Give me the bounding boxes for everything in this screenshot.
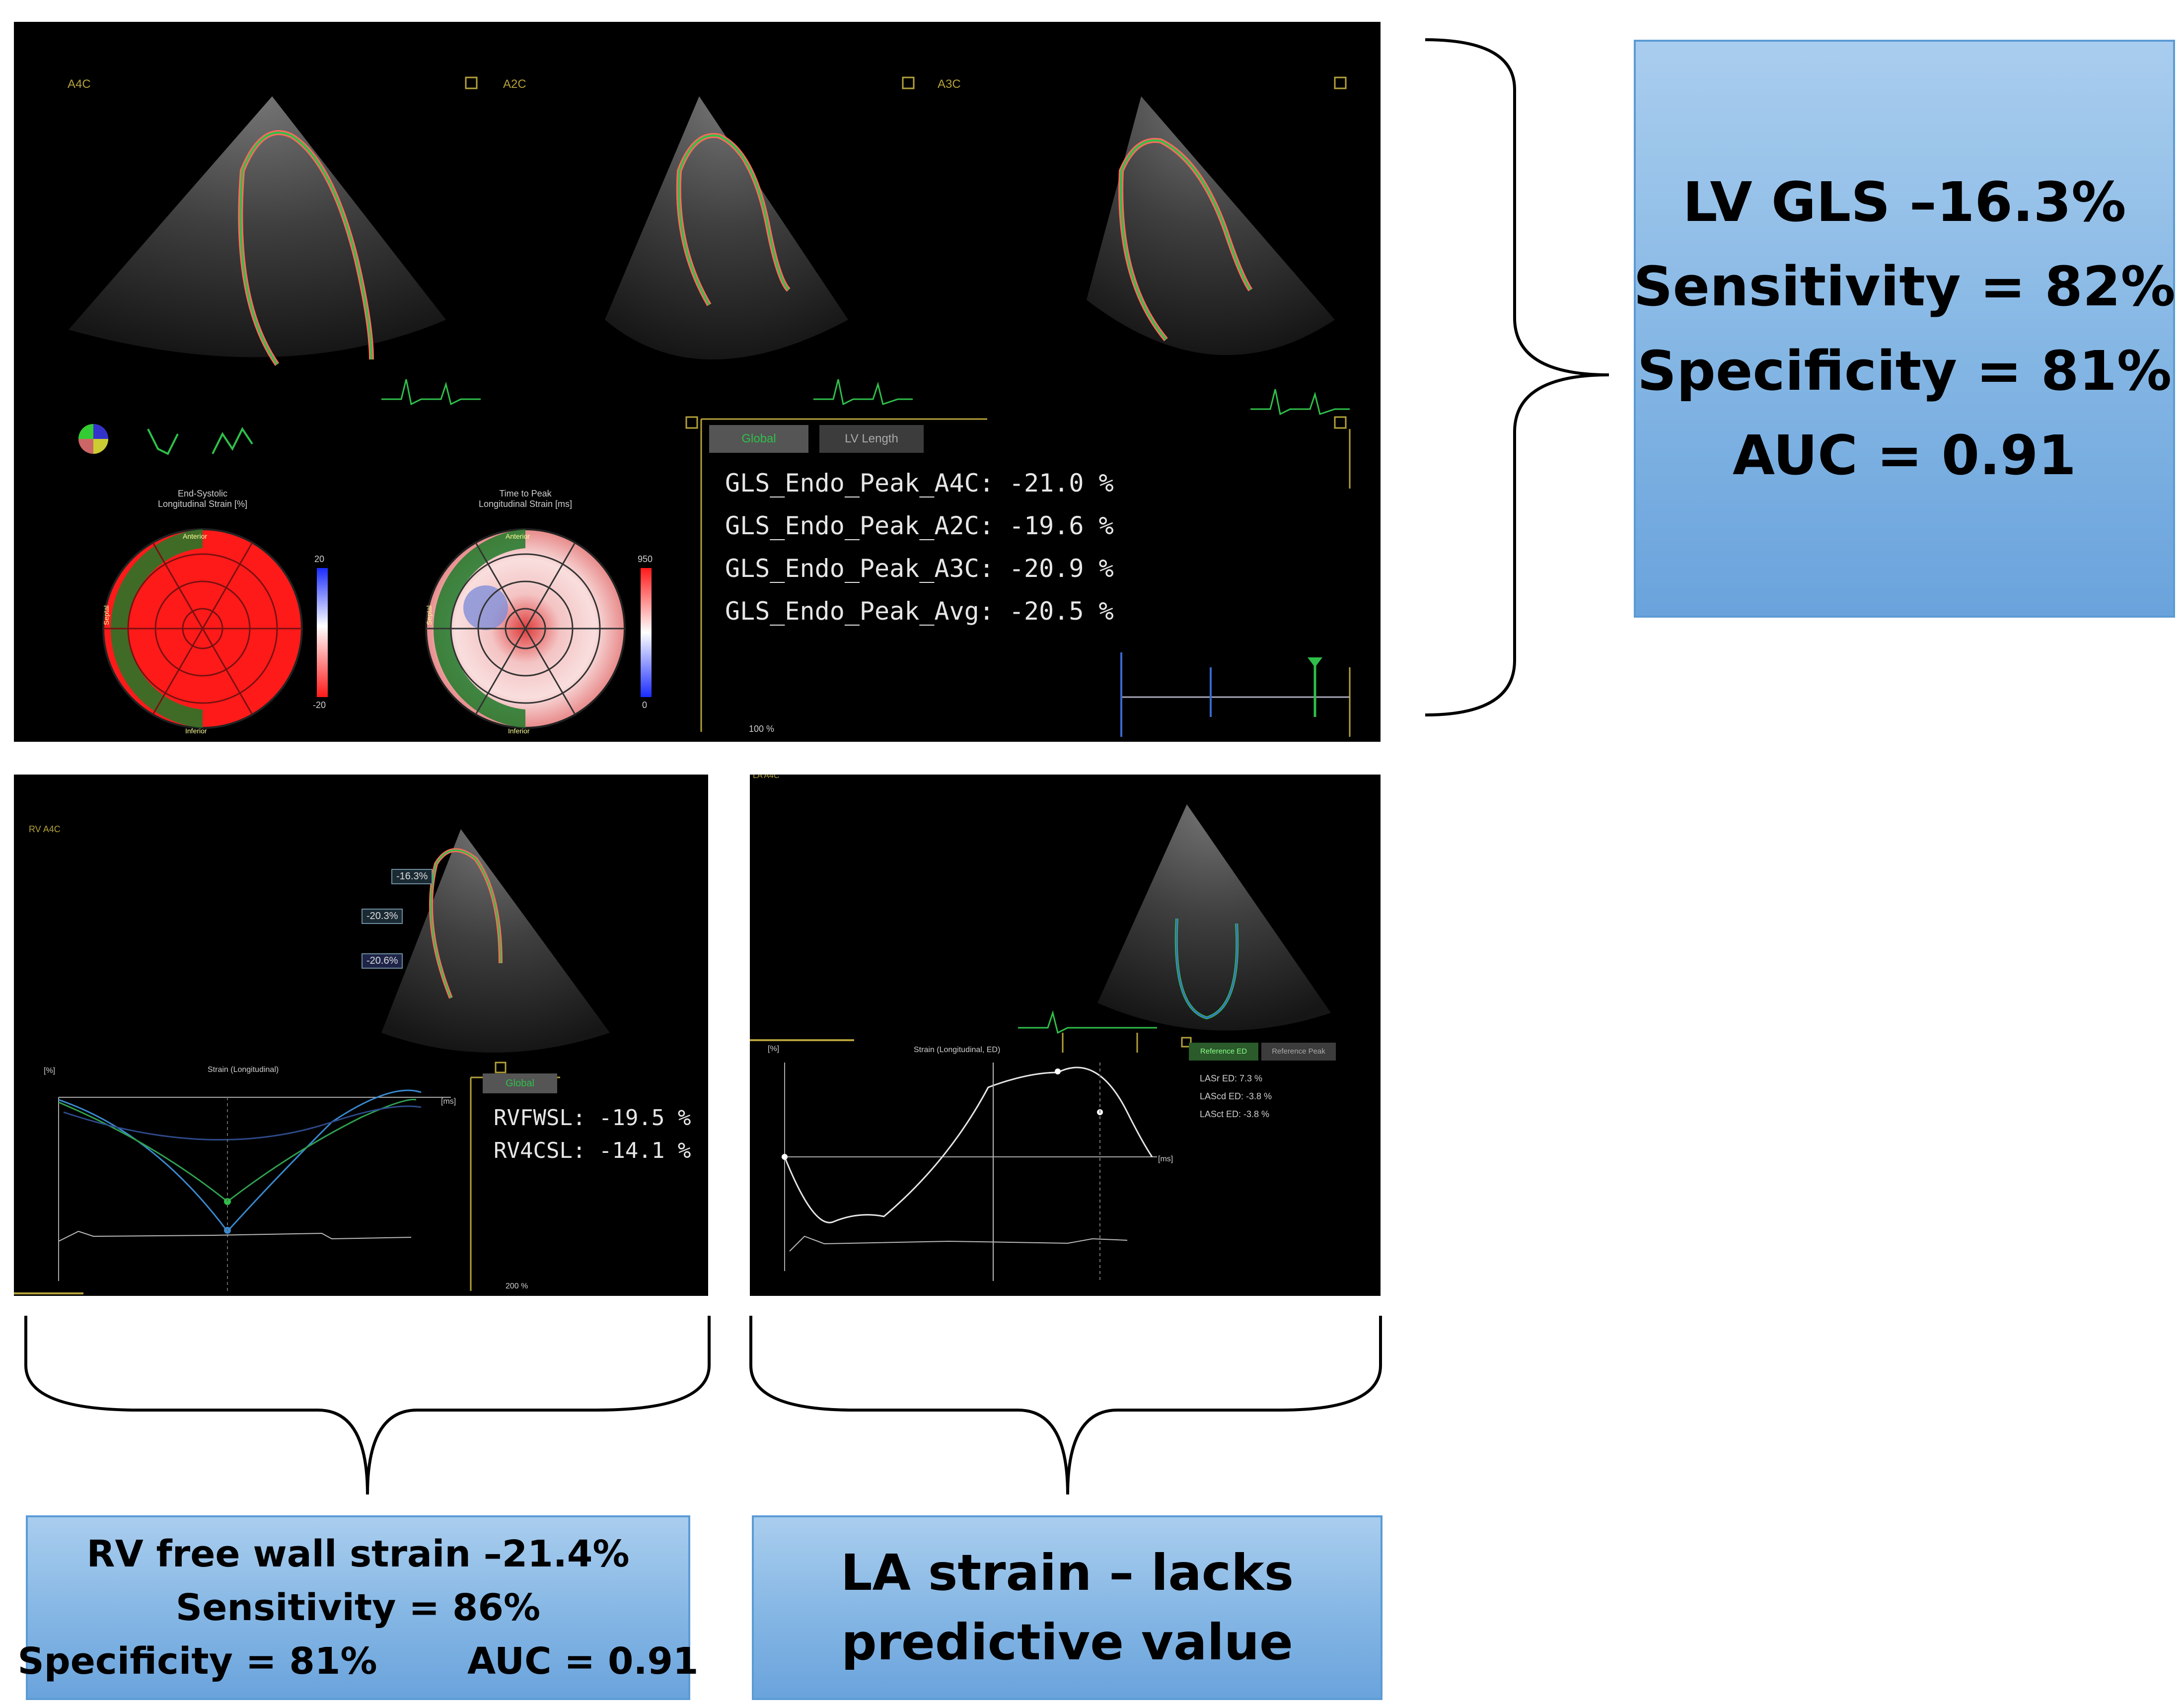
rv-echo-graphics	[14, 829, 610, 1294]
a2c-echo-sector	[605, 96, 848, 359]
bullseye1-side-label: Septal	[102, 605, 110, 625]
lv-brace	[1425, 38, 1609, 716]
scale2-min: 0	[642, 700, 648, 710]
rv-unit-y: [%]	[44, 1066, 56, 1075]
bullseye1-bottom-label: Inferior	[185, 727, 207, 735]
la-lasct: LASct ED: -3.8 %	[1200, 1109, 1270, 1119]
a4c-contour-green	[239, 132, 372, 365]
la-line2-text: predictive value	[841, 1613, 1293, 1671]
rv-segment-label-1: -16.3%	[391, 869, 433, 884]
la-tab-reference-ed[interactable]: Reference ED	[1189, 1043, 1258, 1061]
lv-specificity-text: Specificity = 81%	[1637, 339, 2172, 403]
la-echo-panel: LA A4C Strain (Longitudinal, ED) [%] [ms…	[750, 775, 1381, 1296]
la-lasr: LASr ED: 7.3 %	[1200, 1073, 1263, 1083]
bullseye1-top-label: Anterior	[183, 532, 208, 540]
a3c-contour-green	[1120, 139, 1251, 341]
rv-segment-label-3: -20.6%	[362, 953, 403, 969]
la-unit-x: [ms]	[1158, 1155, 1173, 1163]
la-unit-y: [%]	[768, 1045, 780, 1053]
view-label-rv: RV A4C	[29, 824, 61, 834]
rv-unit-x: [ms]	[441, 1097, 456, 1106]
la-echo-graphics	[750, 804, 1331, 1281]
gls-a2c: GLS_Endo_Peak_A2C: -19.6 %	[725, 511, 1114, 540]
rv-echo-panel: RV A4C -16.3% -20.3% -20.6% Strain (Long…	[14, 775, 708, 1296]
bullseye2-side-label: Septal	[425, 605, 433, 625]
gls-a4c: GLS_Endo_Peak_A4C: -21.0 %	[725, 469, 1114, 497]
tab-global[interactable]: Global	[709, 425, 808, 453]
rv-fwsl: RVFWSL: -19.5 %	[494, 1105, 691, 1131]
rv-fws-text: RV free wall strain –21.4%	[86, 1533, 630, 1575]
rv-spec-auc-row: Specificity = 81% AUC = 0.91	[17, 1634, 698, 1688]
view-label-a4c: A4C	[68, 77, 91, 91]
bullseye2-bottom-label: Inferior	[508, 727, 530, 735]
rv-tab-global[interactable]: Global	[483, 1073, 557, 1093]
rv-auc-text: AUC = 0.91	[467, 1640, 699, 1683]
la-lascd: LAScd ED: -3.8 %	[1200, 1091, 1272, 1101]
scale2-max: 950	[638, 554, 653, 564]
time-color-scale	[641, 568, 652, 697]
la-brace	[749, 1316, 1382, 1495]
lv-gls-text: LV GLS –16.3%	[1682, 170, 2126, 234]
view-label-a2c: A2C	[503, 77, 526, 91]
scale1-min: -20	[313, 700, 326, 710]
la-summary-box: LA strain – lacks predictive value	[752, 1515, 1383, 1700]
la-strain-curve	[784, 1066, 1153, 1223]
rv-brace	[24, 1316, 711, 1495]
rv-4csl: RV4CSL: -14.1 %	[494, 1138, 691, 1163]
scale1-max: 20	[314, 554, 325, 564]
rv-sensitivity-text: Sensitivity = 86%	[175, 1586, 541, 1629]
lv-echo-graphics	[69, 76, 1351, 737]
lv-summary-box: LV GLS –16.3% Sensitivity = 82% Specific…	[1633, 40, 2176, 618]
rv-strain-curves	[58, 1089, 422, 1233]
lv-auc-text: AUC = 0.91	[1733, 424, 2076, 487]
la-tab-reference-peak[interactable]: Reference Peak	[1261, 1043, 1336, 1061]
tab-lv-length[interactable]: LV Length	[819, 425, 924, 453]
rv-specificity-text: Specificity = 81%	[17, 1640, 377, 1683]
gls-avg: GLS_Endo_Peak_Avg: -20.5 %	[725, 597, 1114, 626]
view-label-la: LA A4C	[753, 775, 780, 780]
rv-chart-title: Strain (Longitudinal)	[208, 1066, 279, 1074]
lv-sensitivity-text: Sensitivity = 82%	[1633, 255, 2176, 318]
bullseye2-top-label: Anterior	[506, 532, 530, 540]
rv-zoom: 200 %	[506, 1282, 528, 1290]
la-chart-title: Strain (Longitudinal, ED)	[914, 1046, 1001, 1054]
view-label-a3c: A3C	[938, 77, 961, 91]
a2c-contour-green	[677, 134, 790, 306]
a4c-echo-sector	[69, 96, 446, 357]
a3c-echo-sector	[1087, 96, 1335, 355]
la-line1-text: LA strain – lacks	[840, 1544, 1294, 1602]
gls-a3c: GLS_Endo_Peak_A3C: -20.9 %	[725, 554, 1114, 583]
lv-zoom: 100 %	[749, 724, 775, 734]
rv-summary-box: RV free wall strain –21.4% Sensitivity =…	[17, 1515, 699, 1700]
strain-color-scale	[317, 568, 328, 697]
rv-segment-label-2: -20.3%	[362, 909, 403, 924]
